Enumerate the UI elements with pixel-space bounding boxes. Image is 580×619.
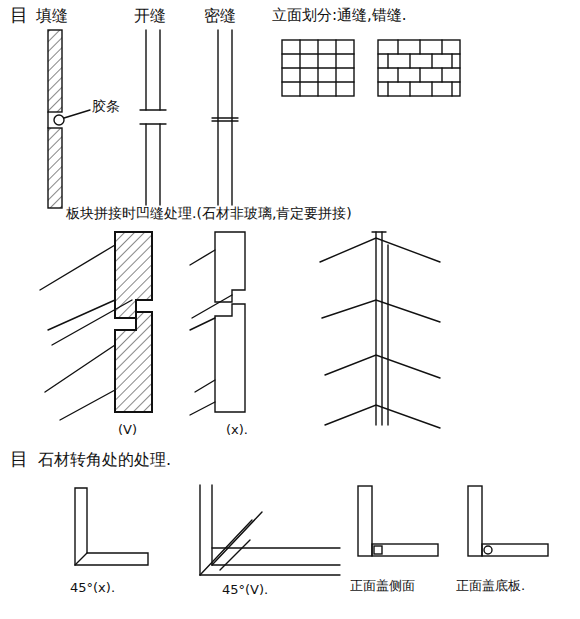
handwritten-label: 目	[10, 448, 28, 470]
handwritten-label: 立面划分:通缝,错缝.	[272, 6, 407, 24]
handwritten-label: 45°(x).	[70, 580, 115, 596]
handwritten-label: 胶条	[92, 98, 120, 115]
handwritten-label: 45°(V).	[222, 582, 268, 598]
handwritten-label: 填缝	[36, 6, 68, 25]
handwritten-label: 板块拼接时凹缝处理.(石材非玻璃,肯定要拼接)	[66, 205, 352, 222]
handwritten-label: 密缝	[204, 6, 236, 25]
handwritten-label: 正面盖侧面	[350, 578, 415, 594]
handwritten-label: (x).	[226, 422, 248, 438]
handwritten-label: 开缝	[134, 6, 166, 25]
handwritten-label: 石材转角处的处理.	[38, 450, 171, 469]
handwritten-label: (V)	[118, 422, 137, 438]
handwritten-label: 正面盖底板.	[456, 578, 525, 594]
handwritten-label: 目	[10, 4, 28, 26]
